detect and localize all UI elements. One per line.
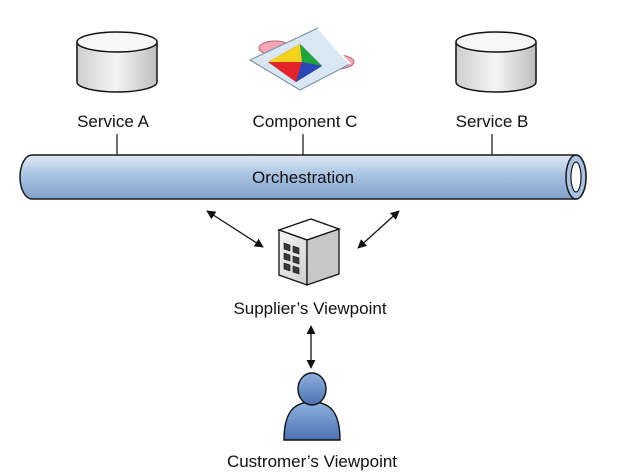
component-c-icon — [248, 27, 355, 91]
left-bidirectional-arrow — [206, 210, 264, 248]
right-bidirectional-arrow — [357, 210, 400, 249]
service-a-database-icon — [76, 31, 158, 93]
orchestration-pipe — [19, 154, 587, 200]
component-c-label: Component C — [253, 112, 358, 131]
service-a-label: Service A — [77, 112, 149, 131]
orchestration-label: Orchestration — [252, 168, 354, 187]
person-icon — [283, 372, 341, 441]
service-b-label: Service B — [456, 112, 529, 131]
service-b-database-icon — [455, 31, 537, 93]
supplier-viewpoint-label: Supplier’s Viewpoint — [233, 299, 386, 318]
customer-viewpoint-label: Custromer’s Viewpoint — [227, 452, 397, 471]
building-icon — [277, 218, 341, 286]
